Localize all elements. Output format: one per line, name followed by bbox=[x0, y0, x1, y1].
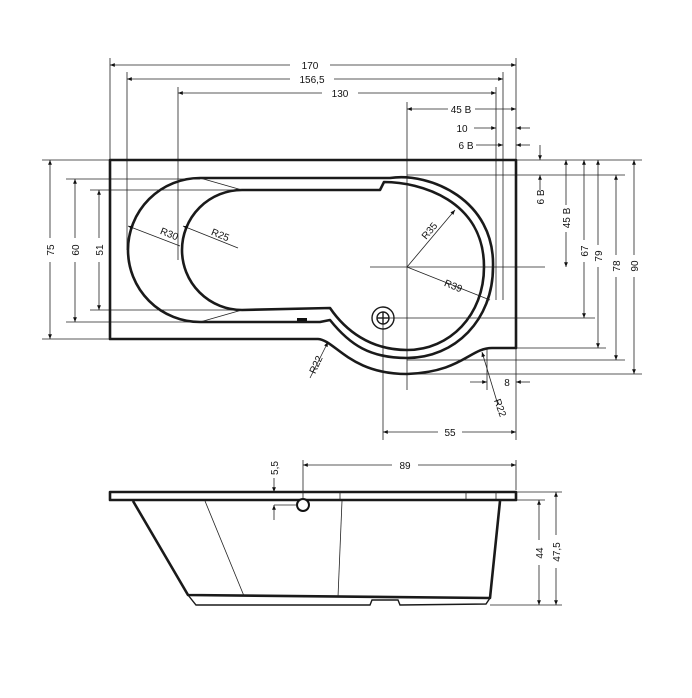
tub-body-side bbox=[131, 500, 502, 600]
overflow-icon bbox=[296, 498, 310, 512]
top-view-labels: 170 156,5 130 45 B 10 6 B 75 60 51 6 B 4… bbox=[46, 61, 641, 439]
dim-45b-vertical: 45 B bbox=[562, 207, 573, 228]
radius-r22-left: R22 bbox=[308, 354, 326, 376]
dim-47-5: 47,5 bbox=[552, 542, 563, 562]
dim-156-5: 156,5 bbox=[299, 75, 324, 86]
drain-icon bbox=[371, 306, 395, 330]
dim-8: 8 bbox=[504, 378, 510, 389]
side-view: 89 5,5 44 47,5 bbox=[108, 460, 563, 606]
dim-45b-horizontal: 45 B bbox=[451, 105, 472, 116]
dim-6b-vertical: 6 B bbox=[536, 189, 547, 204]
dim-130: 130 bbox=[332, 89, 349, 100]
dim-90: 90 bbox=[630, 260, 641, 272]
dim-78: 78 bbox=[612, 260, 623, 272]
dim-170: 170 bbox=[302, 61, 319, 72]
dim-89: 89 bbox=[399, 461, 411, 472]
basin-inner bbox=[180, 180, 486, 352]
radius-r35: R35 bbox=[420, 221, 441, 242]
dim-60: 60 bbox=[71, 244, 82, 256]
extension-lines bbox=[42, 58, 642, 440]
tub-outline bbox=[108, 158, 518, 376]
dim-5-5: 5,5 bbox=[270, 461, 281, 475]
dim-51: 51 bbox=[95, 244, 106, 256]
radius-r25: R25 bbox=[209, 227, 231, 244]
dim-6b-horizontal: 6 B bbox=[458, 141, 473, 152]
vertical-dimension-lines bbox=[48, 145, 636, 374]
dim-67: 67 bbox=[580, 245, 591, 257]
dim-75: 75 bbox=[46, 244, 57, 256]
tub-rim-side bbox=[108, 490, 518, 502]
radius-r30: R30 bbox=[158, 226, 180, 243]
side-view-dimension-lines bbox=[272, 460, 562, 606]
dim-44: 44 bbox=[535, 547, 546, 559]
basin-rim bbox=[126, 175, 495, 360]
radius-r22-right: R22 bbox=[491, 398, 508, 419]
dim-10: 10 bbox=[456, 124, 468, 135]
horizontal-dimension-lines bbox=[110, 63, 530, 434]
tub-foot-side bbox=[187, 594, 491, 606]
radius-leaders bbox=[127, 209, 499, 406]
overflow-slot bbox=[297, 318, 307, 321]
radius-r39: R39 bbox=[442, 278, 464, 295]
dim-79: 79 bbox=[594, 250, 605, 262]
dim-55: 55 bbox=[444, 428, 456, 439]
top-view: 170 156,5 130 45 B 10 6 B 75 60 51 6 B 4… bbox=[42, 58, 642, 440]
